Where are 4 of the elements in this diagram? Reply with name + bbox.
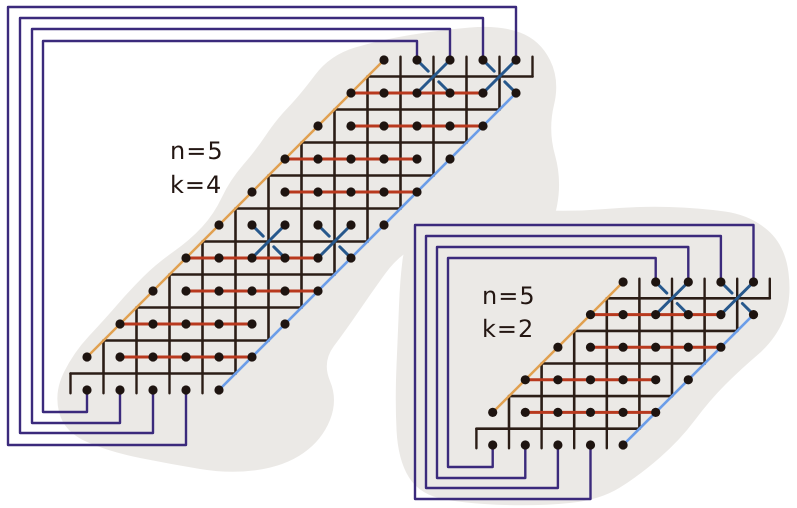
parameter-label: n=5	[482, 284, 536, 308]
parameter-label: k=4	[170, 173, 222, 197]
parameter-label: n=5	[170, 139, 224, 163]
parameter-label: k=2	[482, 317, 534, 341]
